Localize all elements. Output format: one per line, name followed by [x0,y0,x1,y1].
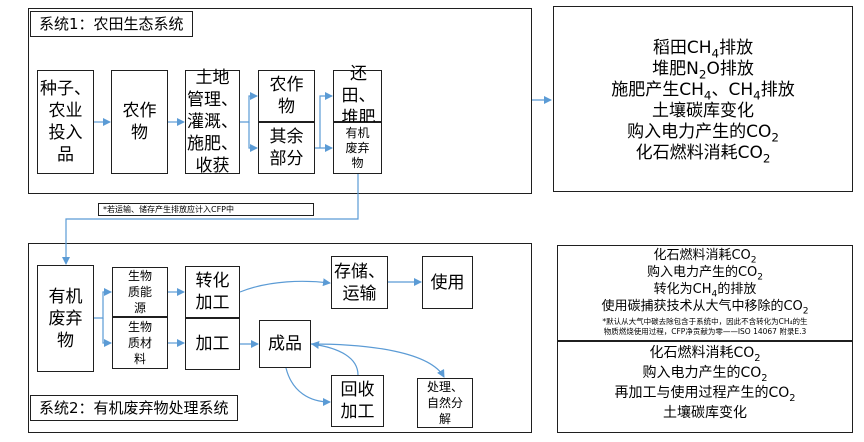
node-biomaterial: 生物质材料 [112,317,168,369]
emission-item: 稻田CH4排放 [652,38,754,61]
node-remainder: 其余部分 [258,122,315,174]
emission-item: 使用碳捕获技术从大气中移除的CO2 [601,299,809,317]
emission-item: 堆肥N2O排放 [652,59,754,82]
node-storage: 存储、运输 [331,256,388,309]
node-seeds: 种子、农业投入品 [37,70,94,174]
emission-item: 施肥产生CH4、CH4排放 [611,80,795,103]
node-disposal: 处理、自然分解 [417,378,473,428]
emission-item: 购入电力产生的CO2 [627,122,779,145]
emission-item: 再加工与使用过程产生的CO2 [614,385,796,404]
node-label: 农作物 [269,75,304,117]
node-use: 使用 [422,256,473,309]
emission-item: 购入电力产生的CO2 [642,365,768,384]
system2-title: 系统2：有机废弃物处理系统 [30,395,238,421]
node-label: 存储、运输 [334,261,385,304]
node-product: 成品 [259,320,311,368]
emission-item: 化石燃料消耗CO2 [653,248,757,266]
node-label: 还田、堆肥 [341,64,376,128]
node-label: 生物质能源 [127,269,152,315]
emission-item: 转化为CH4的排放 [653,282,757,300]
emission-item: 化石燃料消耗CO2 [649,345,761,364]
node-label: 其余部分 [269,127,304,169]
node-label: 生物质材料 [127,320,152,366]
node-label: 处理、自然分解 [426,380,463,426]
node-label: 有机废弃物 [345,125,370,170]
node-crop: 农作物 [111,70,168,174]
emission-item: 土壤碳库变化 [663,405,747,421]
node-label: 转化加工 [195,271,230,313]
node-label: 土地管理、灌溉、施肥、收获 [187,68,238,176]
node-label: 种子、农业投入品 [40,79,91,165]
carbon-removal-footnote: *默认从大气中碳去除包含于系统中，因此不含转化为CH₄的生物质燃烧使用过程，CF… [557,317,853,337]
node-bioenergy: 生物质能源 [112,267,168,317]
node-organic-waste-2: 有机废弃物 [37,265,94,372]
transport-note: *若运输、储存产生排放应计入CFP中 [98,203,314,216]
node-label: 有机废弃物 [48,286,83,351]
node-return-field: 还田、堆肥 [333,64,382,128]
node-organic-waste-1: 有机废弃物 [333,122,382,174]
node-processing: 加工 [185,318,240,370]
emissions1-box [553,6,853,192]
node-crop-output: 农作物 [258,70,315,122]
system1-title: 系统1：农田生态系统 [30,11,193,37]
node-recycle: 回收加工 [331,375,384,427]
emission-item: 土壤碳库变化 [652,101,754,121]
node-label: 回收加工 [340,380,375,422]
emission-item: 购入电力产生的CO2 [646,265,764,283]
emission-item: 化石燃料消耗CO2 [635,143,771,166]
node-land-management: 土地管理、灌溉、施肥、收获 [185,68,240,176]
node-conversion: 转化加工 [185,266,240,318]
emissions2b-box [557,341,853,433]
emissions2a-box [557,245,853,341]
footnote-line: *默认从大气中碳去除包含于系统中，因此不含转化为CH₄的生 [602,317,808,326]
emissions1-list: 稻田CH4排放堆肥N2O排放施肥产生CH4、CH4排放土壤碳库变化购入电力产生的… [553,38,853,164]
footnote-line: 物质燃烧使用过程，CFP净贡献为零——ISO 14067 附录E.3 [603,327,807,336]
